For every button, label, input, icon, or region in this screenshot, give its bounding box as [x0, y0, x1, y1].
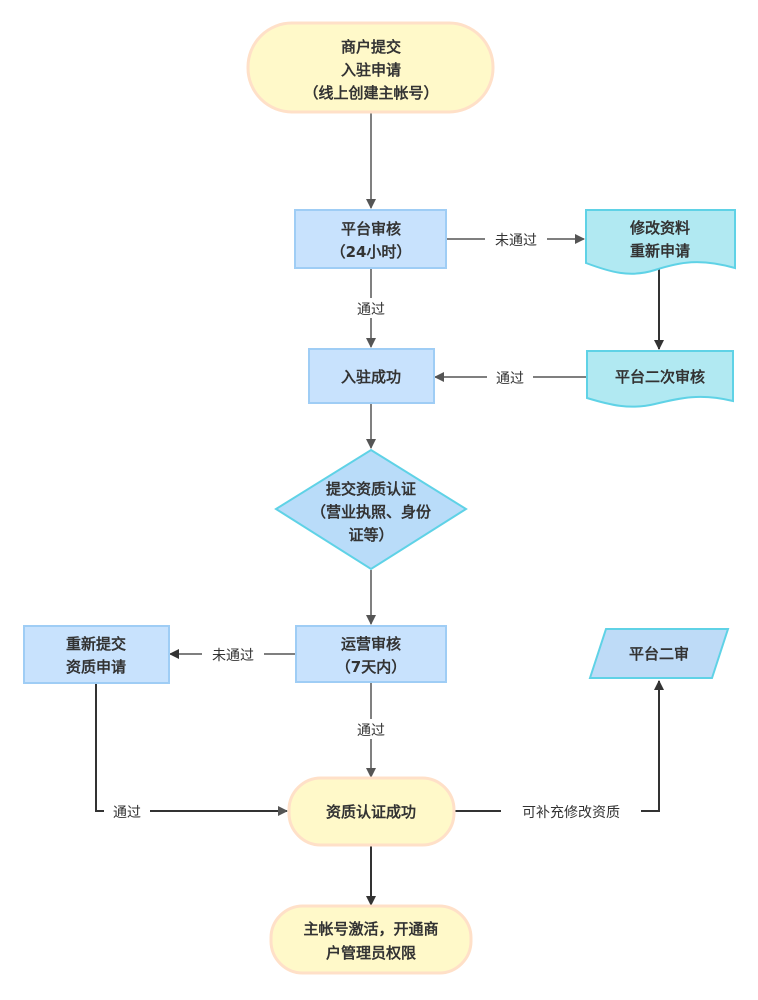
edge-ops-review-fail: 未通过 [169, 644, 296, 664]
node-submit-qualification-line-3: 证等） [348, 526, 393, 544]
edge-label-review-fail: 未通过 [495, 233, 537, 249]
node-submit-qualification-line-2: （营业执照、身份 [311, 503, 432, 521]
node-ops-review[interactable]: 运营审核 （7天内） [295, 625, 447, 683]
node-qualification-success-line-1: 资质认证成功 [326, 803, 416, 821]
edge-label-supplement: 可补充修改资质 [522, 805, 620, 821]
node-start-line-2: 入驻申请 [341, 61, 401, 79]
edge-label-ops-review-pass: 通过 [357, 723, 385, 739]
node-platform-review[interactable]: 平台审核 （24小时） [294, 209, 447, 269]
node-platform-second-audit[interactable]: 平台二审 [588, 628, 730, 679]
node-submit-qualification[interactable]: 提交资质认证 （营业执照、身份 证等） [274, 448, 468, 571]
node-platform-review-line-2: （24小时） [331, 243, 412, 261]
edge-ops-review-pass: 通过 [348, 683, 394, 778]
node-ops-review-line-1: 运营审核 [341, 635, 401, 653]
node-platform-second-audit-line-1: 平台二审 [629, 645, 689, 663]
node-resubmit-qualification-line-1: 重新提交 [66, 635, 126, 653]
node-resubmit-qualification-line-2: 资质申请 [66, 658, 126, 676]
node-submit-qualification-line-1: 提交资质认证 [326, 480, 416, 498]
node-account-activated-line-2: 户管理员权限 [326, 944, 416, 962]
edge-supplement: 可补充修改资质 [455, 680, 664, 821]
node-entry-success-line-1: 入驻成功 [341, 368, 401, 386]
node-platform-review-line-1: 平台审核 [341, 220, 401, 238]
node-ops-review-line-2: （7天内） [336, 658, 406, 676]
node-account-activated-line-1: 主帐号激活，开通商 [303, 920, 438, 938]
edge-label-review-pass: 通过 [357, 302, 385, 318]
node-platform-second-review-line-1: 平台二次审核 [615, 368, 705, 386]
edge-label-resubmit-pass: 通过 [113, 805, 141, 821]
node-modify-reapply-line-2: 重新申请 [630, 242, 690, 260]
node-resubmit-qualification[interactable]: 重新提交 资质申请 [23, 625, 170, 684]
node-qualification-success[interactable]: 资质认证成功 [287, 776, 456, 847]
edge-label-second-review-pass: 通过 [496, 371, 524, 387]
edge-second-review-pass: 通过 [434, 367, 586, 387]
edge-review-fail: 未通过 [446, 229, 585, 249]
node-start-line-1: 商户提交 [341, 38, 401, 56]
edge-resubmit-pass: 通过 [95, 684, 288, 821]
node-modify-reapply[interactable]: 修改资料 重新申请 [585, 209, 736, 275]
edge-label-ops-review-fail: 未通过 [212, 648, 254, 664]
node-modify-reapply-line-1: 修改资料 [629, 219, 690, 237]
node-start-line-3: （线上创建主帐号） [303, 84, 438, 102]
node-entry-success[interactable]: 入驻成功 [308, 348, 435, 404]
edge-review-pass: 通过 [348, 269, 394, 348]
node-platform-second-review[interactable]: 平台二次审核 [586, 350, 734, 408]
node-account-activated[interactable]: 主帐号激活，开通商 户管理员权限 [269, 904, 473, 975]
node-start[interactable]: 商户提交 入驻申请 （线上创建主帐号） [246, 21, 495, 114]
